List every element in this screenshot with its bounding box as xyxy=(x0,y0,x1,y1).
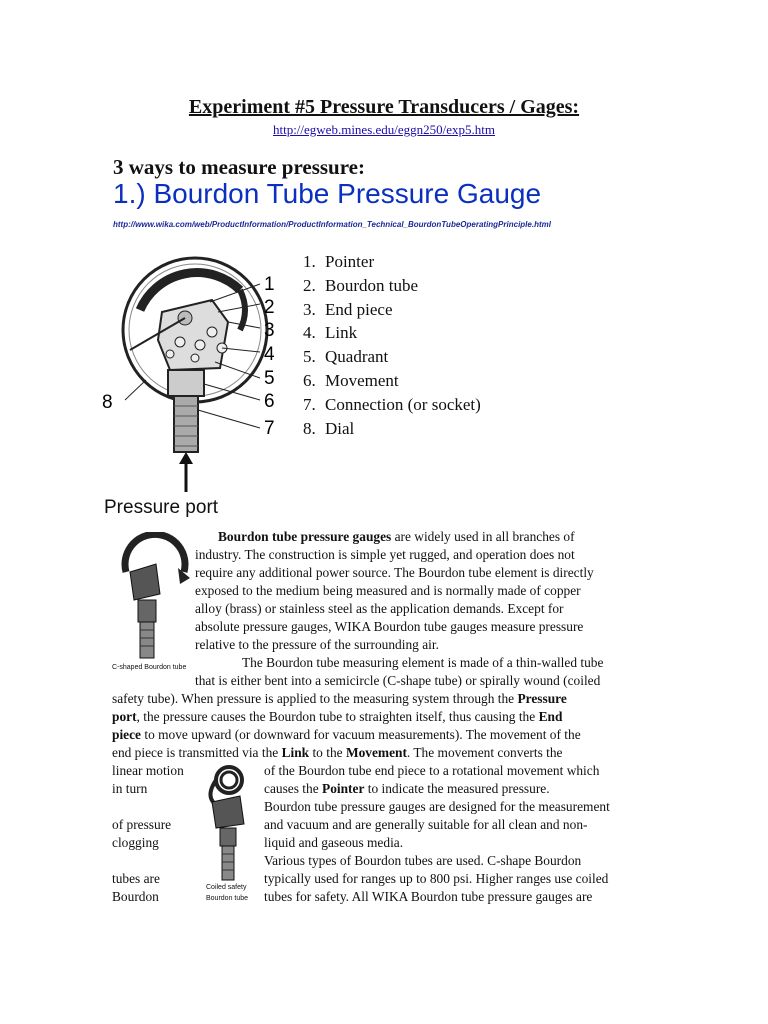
parts-list: 1.Pointer 2.Bourdon tube 3.End piece 4.L… xyxy=(303,250,481,440)
diagram-label-6: 6 xyxy=(264,391,275,412)
list-item: 8.Dial xyxy=(303,418,355,438)
paragraph-1-line-4: exposed to the medium being measured and… xyxy=(195,583,581,598)
list-item: 3.End piece xyxy=(303,299,393,319)
diagram-label-4: 4 xyxy=(264,344,275,365)
paragraph-4-line-2-right: typically used for ranges up to 800 psi.… xyxy=(264,871,609,886)
wika-link[interactable]: http://www.wika.com/web/ProductInformati… xyxy=(113,220,551,229)
diagram-label-1: 1 xyxy=(264,274,275,295)
paragraph-1-line-6: absolute pressure gauges, WIKA Bourdon t… xyxy=(195,619,584,634)
pressure-port-label: Pressure port xyxy=(104,497,219,518)
c-shaped-caption: C-shaped Bourdon tube xyxy=(112,664,187,671)
bourdon-heading: 1.) Bourdon Tube Pressure Gauge xyxy=(113,178,542,209)
paragraph-1-line-5: alloy (brass) or stainless steel as the … xyxy=(195,601,564,616)
list-item: 2.Bourdon tube xyxy=(303,275,419,295)
paragraph-2-line-3: safety tube). When pressure is applied t… xyxy=(112,691,567,706)
gauge-diagram: 1 2 3 4 5 6 7 8 xyxy=(102,256,275,492)
diagram-label-3: 3 xyxy=(264,320,275,341)
paragraph-2-line-8-right: causes the Pointer to indicate the measu… xyxy=(264,781,550,796)
paragraph-2-line-8-left: in turn xyxy=(112,781,148,796)
paragraph-2-line-7-left: linear motion xyxy=(112,763,184,778)
coiled-bourdon-tube-image xyxy=(208,765,245,881)
list-item: 5.Quadrant xyxy=(303,347,389,367)
paragraph-1-line-1: Bourdon tube pressure gauges are widely … xyxy=(218,529,575,544)
paragraph-3-line-1: Bourdon tube pressure gauges are designe… xyxy=(264,799,610,814)
paragraph-3-line-2-right: and vacuum and are generally suitable fo… xyxy=(264,817,588,832)
paragraph-2-line-6: end piece is transmitted via the Link to… xyxy=(112,745,563,760)
list-item: 4.Link xyxy=(303,323,358,343)
document-title: Experiment #5 Pressure Transducers / Gag… xyxy=(188,96,580,118)
paragraph-2-line-2: that is either bent into a semicircle (C… xyxy=(195,673,601,688)
experiment-link[interactable]: http://egweb.mines.edu/eggn250/exp5.htm xyxy=(272,122,496,137)
paragraph-3-line-3-right: liquid and gaseous media. xyxy=(264,835,404,850)
paragraph-1-line-2: industry. The construction is simple yet… xyxy=(195,547,575,562)
paragraph-2-line-4: port, the pressure causes the Bourdon tu… xyxy=(112,709,563,724)
list-item: 6.Movement xyxy=(303,370,399,390)
diagram-label-7: 7 xyxy=(264,418,275,439)
paragraph-3-line-2-left: of pressure xyxy=(112,817,172,832)
paragraph-2-line-1: The Bourdon tube measuring element is ma… xyxy=(242,655,604,670)
paragraph-2-line-7-right: of the Bourdon tube end piece to a rotat… xyxy=(264,763,600,778)
paragraph-4-line-3-left: Bourdon xyxy=(112,889,159,904)
paragraph-4-line-3-right: tubes for safety. All WIKA Bourdon tube … xyxy=(264,889,593,904)
coiled-caption-line-1: Coiled safety xyxy=(206,884,247,891)
list-item: 7.Connection (or socket) xyxy=(303,394,481,414)
diagram-label-2: 2 xyxy=(264,297,275,318)
diagram-label-5: 5 xyxy=(264,368,275,389)
paragraph-4-line-1: Various types of Bourdon tubes are used.… xyxy=(264,853,582,868)
paragraph-2-line-5: piece to move upward (or downward for va… xyxy=(112,727,581,742)
paragraph-4-line-2-left: tubes are xyxy=(112,871,160,886)
c-shaped-bourdon-tube-image xyxy=(121,532,190,659)
paragraph-1-line-3: require any additional power source. The… xyxy=(195,565,594,580)
section-heading: 3 ways to measure pressure: xyxy=(113,155,365,179)
list-item: 1.Pointer xyxy=(303,252,375,271)
paragraph-1-line-7: relative to the pressure of the surround… xyxy=(195,637,439,652)
diagram-label-8: 8 xyxy=(102,392,113,413)
paragraph-3-line-3-left: clogging xyxy=(112,835,159,850)
coiled-caption-line-2: Bourdon tube xyxy=(206,895,249,902)
